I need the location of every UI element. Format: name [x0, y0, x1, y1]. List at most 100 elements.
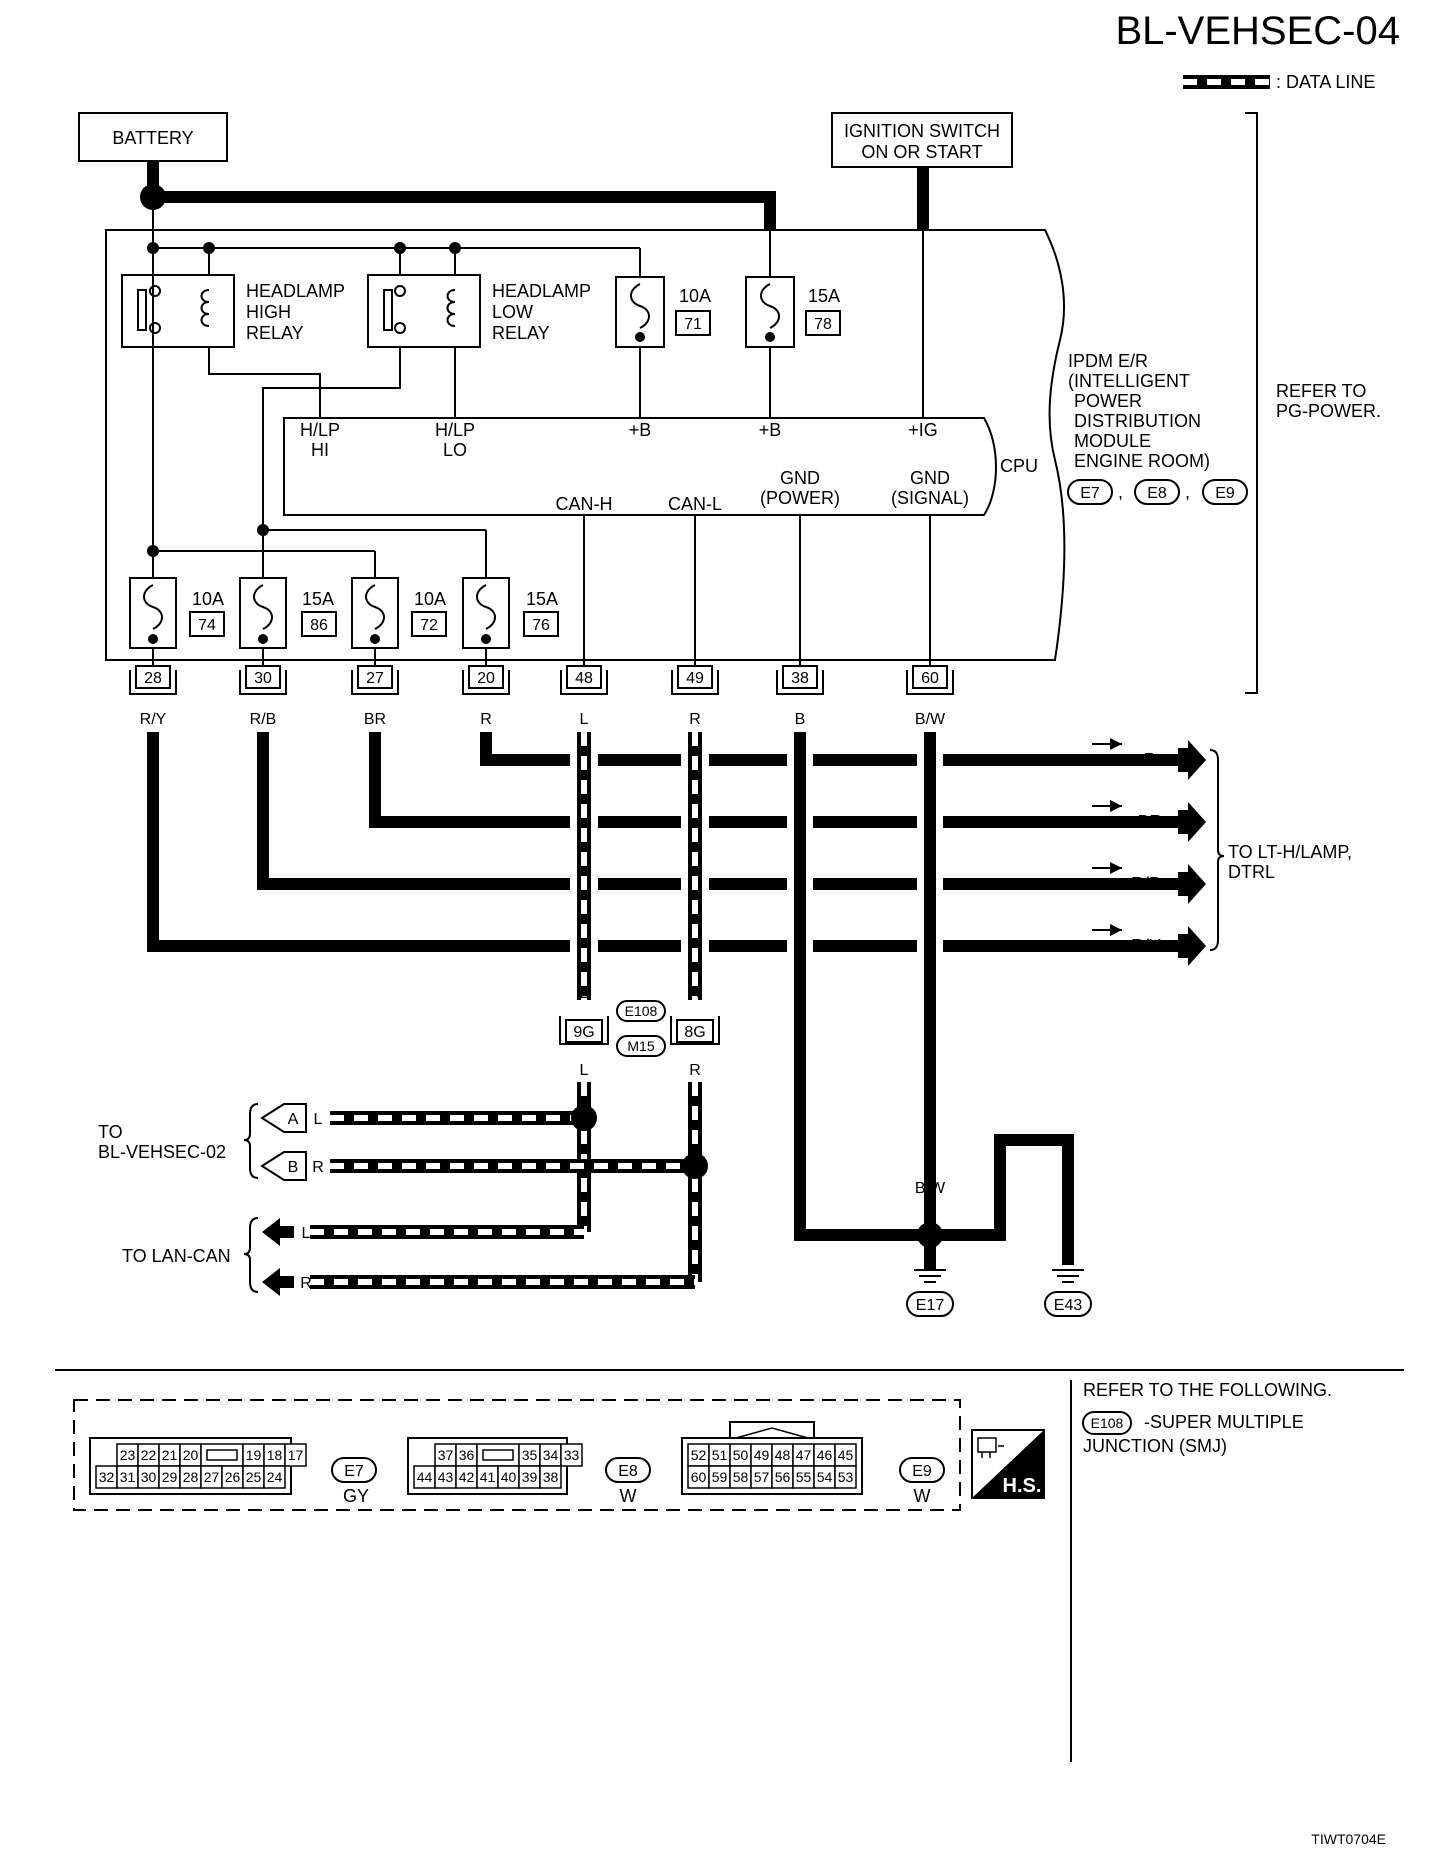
- pin-38: 38: [776, 665, 824, 695]
- connector-pin-number: 34: [543, 1447, 559, 1463]
- connector-pin-number: 21: [162, 1447, 178, 1463]
- high-relay-label-1: HEADLAMP: [246, 281, 345, 301]
- svg-text:JUNCTION (SMJ): JUNCTION (SMJ): [1083, 1436, 1227, 1456]
- svg-text:ENGINE ROOM): ENGINE ROOM): [1074, 451, 1210, 471]
- connector-pin-number: 33: [564, 1447, 580, 1463]
- lt-hlamp-dest-1: TO LT-H/LAMP,: [1228, 842, 1352, 862]
- connector-cavity: [539, 1465, 562, 1489]
- cpu-output-4-b: (SIGNAL): [891, 488, 969, 508]
- refer-power-1: REFER TO: [1276, 381, 1366, 401]
- cpu-input-1-a: H/LP: [300, 420, 340, 440]
- connector-pin-number: 52: [691, 1447, 707, 1463]
- wire-color-20: R: [480, 711, 492, 728]
- svg-text:R/Y: R/Y: [1131, 936, 1161, 956]
- svg-text:DISTRIBUTION: DISTRIBUTION: [1074, 411, 1201, 431]
- connector-pin-number: 20: [183, 1447, 199, 1463]
- svg-text:E108: E108: [1091, 1415, 1124, 1431]
- ignition-label-1: IGNITION SWITCH: [844, 121, 1000, 141]
- fuse-71: 10A 71: [615, 276, 711, 348]
- svg-text:28: 28: [144, 670, 162, 687]
- svg-text:E9: E9: [912, 1463, 932, 1480]
- cpu-input-2-b: LO: [443, 440, 467, 460]
- svg-text:86: 86: [310, 617, 328, 634]
- svg-text:W: W: [620, 1486, 637, 1506]
- connector-e8-label: E8 W: [605, 1457, 651, 1506]
- svg-text:27: 27: [366, 670, 384, 687]
- high-relay-label-2: HIGH: [246, 302, 291, 322]
- marker-b: B: [288, 1159, 299, 1176]
- ipdm-connectors: E7 , E8 , E9: [1067, 479, 1248, 505]
- fuse-71-num: 71: [684, 316, 702, 333]
- svg-text:72: 72: [420, 617, 438, 634]
- connector-pin-number: 27: [204, 1469, 220, 1485]
- hs-badge: H.S.: [971, 1429, 1045, 1499]
- figure-code: TIWT0704E: [1311, 1831, 1386, 1847]
- vehsec02-output: L R A B TO BL-VEHSEC-02: [98, 1103, 324, 1181]
- refer-following: REFER TO THE FOLLOWING. E108 -SUPER MULT…: [1082, 1380, 1332, 1456]
- connector-pin-number: 41: [480, 1469, 496, 1485]
- wire-rb: [257, 732, 1178, 890]
- connector-views-frame: [73, 1399, 961, 1511]
- smj-connector-m15: M15: [627, 1038, 654, 1054]
- cpu-input-5: +IG: [908, 420, 938, 440]
- svg-text:,: ,: [1185, 482, 1190, 502]
- connector-pin-number: 48: [775, 1447, 791, 1463]
- svg-text:REFER TO THE FOLLOWING.: REFER TO THE FOLLOWING.: [1083, 1380, 1332, 1400]
- connector-pin-number: 49: [754, 1447, 770, 1463]
- headlamp-low-relay: HEADLAMP LOW RELAY: [367, 274, 591, 348]
- svg-text:74: 74: [198, 617, 216, 634]
- output-arrows: R BR R/B R/Y: [1092, 738, 1206, 966]
- fuse-78: 15A 78: [745, 276, 841, 348]
- arrow-r: R: [1092, 738, 1206, 780]
- connector-pin-number: 22: [141, 1447, 157, 1463]
- fuse-76: 15A 76: [462, 577, 559, 649]
- high-relay-label-3: RELAY: [246, 323, 304, 343]
- wire-color-60: B/W: [915, 711, 946, 728]
- svg-text:W: W: [914, 1486, 931, 1506]
- connector-pin-number: 46: [817, 1447, 833, 1463]
- pin-30: 30: [239, 665, 287, 695]
- svg-text:10A: 10A: [414, 589, 446, 609]
- cpu-input-4: +B: [759, 420, 782, 440]
- connector-pin-number: 24: [267, 1469, 283, 1485]
- wire-color-38: B: [795, 711, 806, 728]
- svg-text:E7: E7: [1080, 485, 1100, 502]
- wire-r: [480, 732, 1178, 766]
- arrow-br: BR: [1092, 800, 1206, 842]
- low-relay-label-1: HEADLAMP: [492, 281, 591, 301]
- svg-text:,: ,: [1118, 482, 1123, 502]
- pin-48: 48: [560, 665, 608, 695]
- lan-can-output: L R TO LAN-CAN: [122, 1217, 312, 1296]
- cpu-label: CPU: [1000, 456, 1038, 476]
- connector-pin-number: 44: [417, 1469, 433, 1485]
- svg-text:E7: E7: [344, 1463, 364, 1480]
- svg-text:B: B: [995, 1180, 1006, 1197]
- connector-pin-number: 60: [691, 1469, 707, 1485]
- connector-pin-number: 47: [796, 1447, 812, 1463]
- ipdm-module-outline: [105, 229, 1066, 661]
- cpu-output-3-b: (POWER): [760, 488, 840, 508]
- connector-e9-label: E9 W: [899, 1457, 945, 1506]
- arrow-rb: R/B: [1092, 862, 1206, 904]
- fuse-78-amp: 15A: [808, 286, 840, 306]
- wire-br: [369, 732, 1178, 828]
- svg-text:R/B: R/B: [1131, 874, 1161, 894]
- connector-pin-number: 59: [712, 1469, 728, 1485]
- cpu-output-3-a: GND: [780, 468, 820, 488]
- svg-text:E9: E9: [1215, 485, 1235, 502]
- connector-pin-number: 50: [733, 1447, 749, 1463]
- connector-pin-number: 30: [141, 1469, 157, 1485]
- pin-60: 60: [906, 665, 954, 695]
- svg-text:E8: E8: [1147, 485, 1167, 502]
- lt-hlamp-dest-2: DTRL: [1228, 862, 1275, 882]
- svg-text:10A: 10A: [192, 589, 224, 609]
- cpu-input-2-a: H/LP: [435, 420, 475, 440]
- svg-text:R: R: [300, 1275, 312, 1292]
- connector-pin-number: 40: [501, 1469, 517, 1485]
- svg-text:76: 76: [532, 617, 550, 634]
- connector-pin-number: 36: [459, 1447, 475, 1463]
- smj-connector-e108: E108: [625, 1003, 658, 1019]
